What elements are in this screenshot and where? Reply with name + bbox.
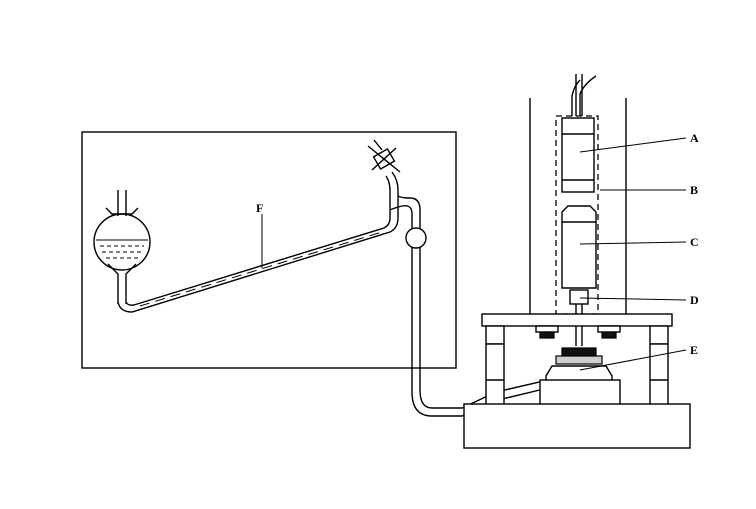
leader-lines [261, 137, 687, 371]
label-E: E [690, 343, 698, 357]
label-A: A [690, 131, 699, 145]
inclined-tube [117, 171, 399, 313]
frame-B [529, 98, 627, 316]
columns [485, 343, 669, 407]
part-C [561, 205, 597, 289]
label-C: C [690, 235, 699, 249]
cables [571, 74, 597, 116]
part-A [561, 117, 595, 193]
label-B: B [690, 183, 698, 197]
crossbeam [481, 313, 673, 345]
reservoir-flask [93, 190, 151, 304]
valve [367, 139, 401, 173]
enclosure-box [81, 131, 457, 369]
part-E [539, 347, 621, 407]
label-F: F [256, 201, 263, 215]
base-block [463, 403, 691, 449]
connecting-tube [389, 195, 549, 417]
label-D: D [690, 293, 699, 307]
